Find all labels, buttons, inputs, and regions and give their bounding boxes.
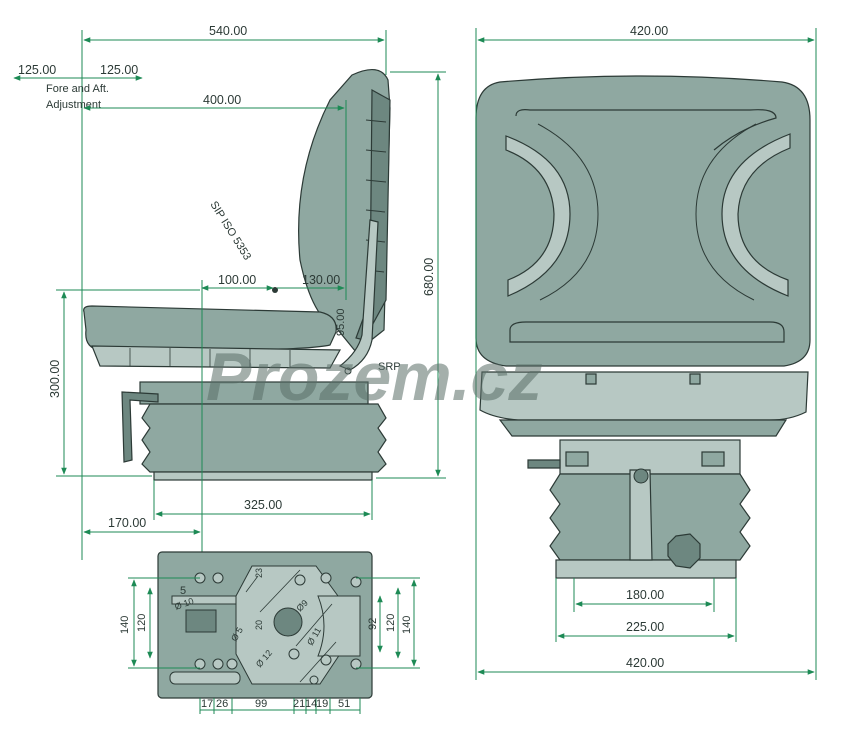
- side-base: [153, 471, 373, 481]
- dim-backrest-depth: 400.00: [203, 93, 241, 107]
- dim-bp-bottom-51: 51: [338, 698, 350, 710]
- dim-seat-height: 300.00: [48, 360, 62, 398]
- side-dimensions: 540.00 125.00 125.00 Fore and Aft. Adjus…: [13, 24, 446, 560]
- front-backrest-left-bolster: [505, 135, 571, 297]
- front-dimensions: 420.00 180.00 225.00 420.00: [475, 24, 817, 680]
- base-plate-slot-right: [317, 595, 361, 657]
- base-plate-view: 5 Ø 10 23 Ø9 20 Ø 5 Ø 11 Ø 12 140 120 92…: [119, 551, 420, 714]
- front-slide-right: [701, 451, 725, 467]
- dim-bp-bottom-26: 26: [216, 698, 228, 710]
- front-seat-pan: [498, 419, 788, 437]
- front-weight-knob: [667, 533, 701, 569]
- front-fore-aft-lever: [527, 459, 561, 469]
- dim-bp-bottom-19: 19: [316, 698, 328, 710]
- dim-bp-right-92: 92: [367, 618, 379, 630]
- side-view: SRP SIP ISO 5353 540.00 125.00 125.00 Fo…: [13, 24, 446, 560]
- front-seat-clip-right: [689, 373, 701, 385]
- watermark: Prozem.cz: [206, 339, 542, 415]
- srp-point: [344, 367, 352, 375]
- side-bracket: [338, 219, 379, 371]
- fore-aft-note-line1: Fore and Aft.: [46, 83, 109, 95]
- front-slide-left: [565, 451, 589, 467]
- front-backrest-bottom-contour: [509, 321, 785, 343]
- base-plate-window: [185, 609, 217, 633]
- front-backrest-right-bolster: [721, 133, 791, 297]
- dim-sip-x: 100.00: [218, 273, 256, 287]
- front-view: 420.00 180.00 225.00 420.00: [475, 24, 817, 680]
- base-plate-bottom-bar: [169, 671, 241, 685]
- dim-bp-right-inner: 120: [385, 614, 397, 632]
- dim-bp-5: 5: [180, 585, 186, 597]
- side-seat-pan: [91, 345, 342, 369]
- dim-height: 680.00: [422, 258, 436, 296]
- dim-bp-20: 20: [254, 620, 264, 630]
- base-plate-slot-left: [171, 595, 237, 605]
- dim-bp-left-inner: 120: [136, 614, 148, 632]
- front-lever-pivot: [633, 468, 649, 484]
- dim-front-width-bottom: 420.00: [626, 656, 664, 670]
- srp-label: SRP: [378, 361, 401, 373]
- dim-front-base-outer: 225.00: [626, 620, 664, 634]
- base-plate-holes: [194, 572, 362, 685]
- fore-aft-note-line2: Adjustment: [46, 99, 101, 111]
- dim-bp-right-outer: 140: [401, 616, 413, 634]
- sip-label: SIP ISO 5353: [207, 199, 253, 262]
- side-seat-pan-ribs: [129, 348, 291, 367]
- front-backrest-side-curve-left: [537, 123, 599, 301]
- dim-bp-bottom-17: 17: [201, 698, 213, 710]
- dim-bp-bottom-14: 14: [305, 698, 317, 710]
- dim-base-length: 325.00: [244, 498, 282, 512]
- front-backrest-top-contour: [515, 109, 777, 151]
- front-backrest-side-curve-right: [695, 123, 757, 301]
- dim-bp-left-outer: 140: [119, 616, 131, 634]
- dim-base-offset: 170.00: [108, 516, 146, 530]
- base-plate-hatch-1: [245, 575, 259, 593]
- dim-total-depth: 540.00: [209, 24, 247, 38]
- front-base: [555, 559, 737, 579]
- dim-bp-23: 23: [254, 568, 264, 578]
- dim-front-width-top: 420.00: [630, 24, 668, 38]
- side-height-lever: [121, 391, 159, 463]
- base-plate-center-hole: [273, 607, 303, 637]
- front-seat-clip-left: [585, 373, 597, 385]
- dim-fore-aft-right: 125.00: [100, 63, 138, 77]
- base-plate-hatch-3: [295, 603, 333, 647]
- base-plate-hatch-4: [299, 641, 337, 683]
- dim-front-base-inner: 180.00: [626, 588, 664, 602]
- dim-bp-bottom-21: 21: [293, 698, 305, 710]
- side-bellows: [141, 403, 387, 473]
- dim-sip-vertical: 95.00: [335, 308, 347, 336]
- dim-bp-bottom-99: 99: [255, 698, 267, 710]
- dim-fore-aft-left: 125.00: [18, 63, 56, 77]
- dim-sip-y: 130.00: [302, 273, 340, 287]
- base-plate-hatch-2: [259, 569, 301, 613]
